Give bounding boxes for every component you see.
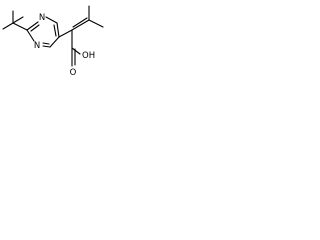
atom-label-n-upper: N [39, 13, 45, 23]
bond-c2-n3 [26, 21, 39, 31]
structural-formula: N N OH O [2, 5, 104, 78]
bond-c4-c5-inner [53, 24, 57, 37]
bond-n3-c4 [45, 16, 58, 24]
atom-label-carbonyl-oxygen: O [70, 68, 77, 78]
carboxylic-acid-group [71, 29, 81, 67]
bond-carboxyl-to-oh [71, 47, 81, 55]
bond-c2-n3-inner [30, 24, 40, 32]
bond-c6-n1-inner [42, 42, 50, 45]
bond-tbu-methyl-left [2, 22, 14, 30]
bond-n1-c2 [26, 29, 35, 42]
bond-c5-c6 [49, 36, 60, 48]
bond-alpha-beta-double-outer [71, 19, 90, 31]
pyrimidine-ring [26, 16, 60, 48]
bond-tbu-methyl-right [12, 16, 24, 24]
atom-label-hydroxyl: OH [82, 51, 95, 61]
bond-c6-n1 [42, 45, 51, 48]
atom-label-n-lower: N [34, 41, 40, 51]
bond-c4-c5 [56, 22, 60, 38]
alkene-substituent [58, 5, 104, 38]
tert-butyl-group [2, 10, 28, 31]
bond-beta-methyl-right [88, 19, 104, 28]
bond-ring-to-alpha-carbon [58, 29, 73, 38]
bond-alpha-beta-double-inner [72, 17, 88, 28]
bond-tbu-to-ring [12, 22, 28, 31]
